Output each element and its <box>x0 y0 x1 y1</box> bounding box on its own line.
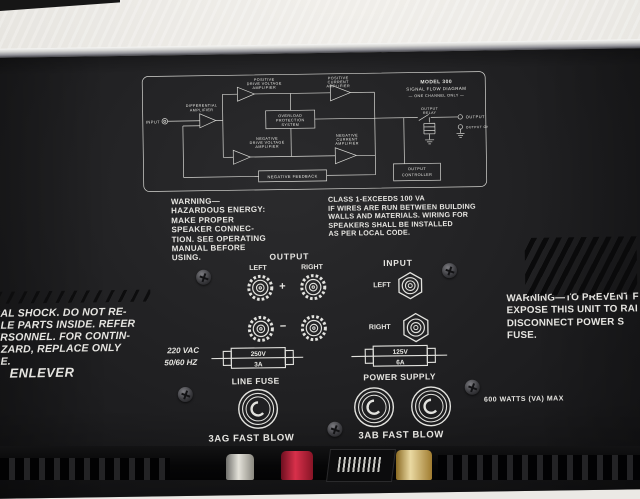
diagram-wires <box>167 91 458 178</box>
bottom-vent-right <box>438 455 640 480</box>
diagram-negcurrent-label3: AMPLIFIER <box>335 141 359 145</box>
supply-fuse-type: 3AB FAST BLOW <box>358 429 444 442</box>
diagram-diff-label2: AMPLIFIER <box>190 108 214 112</box>
hazard-warning-line: USING. <box>171 253 202 263</box>
diagram-overload-label3: SYSTEM <box>281 123 299 127</box>
diagram-border <box>141 71 488 192</box>
diagram-input-terminal <box>161 118 168 125</box>
amplifier-rear-panel: MODEL 300 SIGNAL FLOW DIAGRAM — ONE CHAN… <box>0 39 640 499</box>
diagram-ground-symbol <box>456 129 465 138</box>
supply-fuse-holder-1 <box>354 387 395 428</box>
hazard-warning-line: HAZARDOUS ENERGY: <box>171 205 266 216</box>
output-minus-sign: − <box>279 320 287 333</box>
diagram-feedback-label: NEGATIVE FEEDBACK <box>267 174 317 180</box>
power-supply-label: POWER SUPPLY <box>363 371 436 383</box>
diagram-posdrive-label2: DRIVE VOLTAGE <box>247 82 282 87</box>
voltage-label: 220 VAC <box>167 345 200 356</box>
panel-screw <box>441 262 458 279</box>
binding-post-left-minus <box>247 315 274 342</box>
diagram-subtitle: SIGNAL FLOW DIAGRAM <box>406 86 466 92</box>
diagram-poscurrent-label: POSITIVE <box>328 76 349 80</box>
input-section-title: INPUT <box>383 257 413 269</box>
line-fuse-voltage: 250V <box>251 351 267 358</box>
max-power-label: 600 WATTS (VA) MAX <box>483 395 564 404</box>
diagram-output-gnd-terminal <box>457 124 463 130</box>
line-fuse-holder <box>238 388 279 429</box>
binding-post-right-minus <box>300 315 327 342</box>
left-safety-text-block: CAL SHOCK. DO NOT RE- BLE PARTS INSIDE. … <box>0 306 136 368</box>
diagram-poscurrent-label3: AMPLIFIER <box>327 84 351 88</box>
diagram-feedback-box <box>258 169 328 183</box>
diagram-posdrive-amp-symbol <box>236 86 256 102</box>
input-jack-right <box>403 312 429 343</box>
output-plus-sign: + <box>279 280 286 293</box>
right-warning-block: WARNING—TO PREVENT F EXPOSE THIS UNIT TO… <box>506 291 639 343</box>
connector-gold <box>396 450 432 480</box>
diagram-negdrive-label: NEGATIVE <box>256 137 278 141</box>
diagram-negcurrent-label2: CURRENT <box>336 137 358 141</box>
supply-fuse-holder-2 <box>411 386 452 427</box>
right-warning-line: DISCONNECT POWER S <box>506 316 625 330</box>
diagram-output-terminal <box>457 114 463 120</box>
left-safety-line: AZARD, REPLACE ONLY <box>0 341 122 356</box>
vent-grille-right <box>524 236 638 296</box>
diagram-posdrive-label: POSITIVE <box>254 78 275 82</box>
output-right-label: RIGHT <box>301 263 323 272</box>
input-left-label: LEFT <box>373 281 391 290</box>
diagram-negdrive-label3: AMPLIFIER <box>255 145 279 149</box>
diagram-controller-label: OUTPUT <box>408 167 427 171</box>
diagram-poscurrent-amp-symbol <box>329 84 352 102</box>
enlever-text: ENLEVER <box>9 364 75 381</box>
diagram-negcurrent-label: NEGATIVE <box>336 133 358 137</box>
top-left-shadow <box>0 0 120 11</box>
line-fuse-amps: 3A <box>254 361 263 368</box>
diagram-input-label: INPUT <box>146 119 160 124</box>
diagram-input-terminal-pin <box>163 119 167 123</box>
supply-fuse-amps: 6A <box>396 359 405 366</box>
lower-chassis-strip <box>0 446 640 482</box>
diagram-diff-label: DIFFERENTIAL <box>186 104 218 108</box>
diagram-controller-label2: CONTROLLER <box>402 173 433 177</box>
diagram-controller-box <box>393 162 442 182</box>
line-fuse-symbol: 250V 3A <box>211 346 304 369</box>
diagram-posdrive-label3: AMPLIFIER <box>253 86 277 90</box>
hazard-warning-block: WARNING— HAZARDOUS ENERGY: MAKE PROPER S… <box>171 196 266 263</box>
diagram-negdrive-label2: DRIVE VOLTAGE <box>250 141 285 146</box>
line-fuse-type: 3AG FAST BLOW <box>208 432 295 445</box>
barcode-sticker <box>325 449 397 482</box>
vent-slats-left <box>0 289 151 304</box>
input-jack-left <box>398 271 423 300</box>
connector-red <box>281 451 313 480</box>
input-right-label: RIGHT <box>368 323 391 332</box>
line-fuse-label: LINE FUSE <box>231 375 280 387</box>
right-warning-line: FUSE. <box>506 330 537 342</box>
panel-screw <box>195 269 212 285</box>
connector-white <box>226 454 254 480</box>
diagram-overload-box <box>265 109 316 130</box>
diagram-relay-symbol <box>418 114 436 145</box>
diagram-relay-label: OUTPUT <box>421 107 439 111</box>
supply-fuse-symbol: 125V 6A <box>351 344 448 367</box>
bottom-vent-left <box>0 458 170 480</box>
diagram-negcurrent-amp-symbol <box>334 147 358 165</box>
binding-post-right-plus <box>300 274 327 301</box>
diagram-negdrive-amp-symbol <box>232 149 252 165</box>
frequency-label: 50/60 HZ <box>164 357 198 368</box>
binding-post-left-plus <box>247 274 274 301</box>
diagram-poscurrent-label2: CURRENT <box>328 80 350 84</box>
diagram-overload-label2: PROTECTION <box>276 118 305 122</box>
diagram-relay-label2: RELAY <box>423 111 437 115</box>
class-note-block: CLASS 1-EXCEEDS 100 VA IF WIRES ARE RUN … <box>328 193 476 239</box>
diagram-title: MODEL 300 <box>420 79 452 85</box>
diagram-output-terminal-label: OUTPUT <box>466 114 485 119</box>
diagram-output-gnd-label: OUTPUT GND <box>466 125 489 129</box>
diagram-channel-note: — ONE CHANNEL ONLY — <box>409 93 465 98</box>
output-section-title: OUTPUT <box>269 251 310 262</box>
output-left-label: LEFT <box>249 264 267 273</box>
diagram-overload-label: OVERLOAD <box>278 114 302 118</box>
supply-fuse-voltage: 125V <box>393 349 409 356</box>
diagram-diff-amp-symbol <box>199 113 217 129</box>
barcode-bars <box>337 457 384 472</box>
signal-flow-diagram: MODEL 300 SIGNAL FLOW DIAGRAM — ONE CHAN… <box>141 71 489 192</box>
